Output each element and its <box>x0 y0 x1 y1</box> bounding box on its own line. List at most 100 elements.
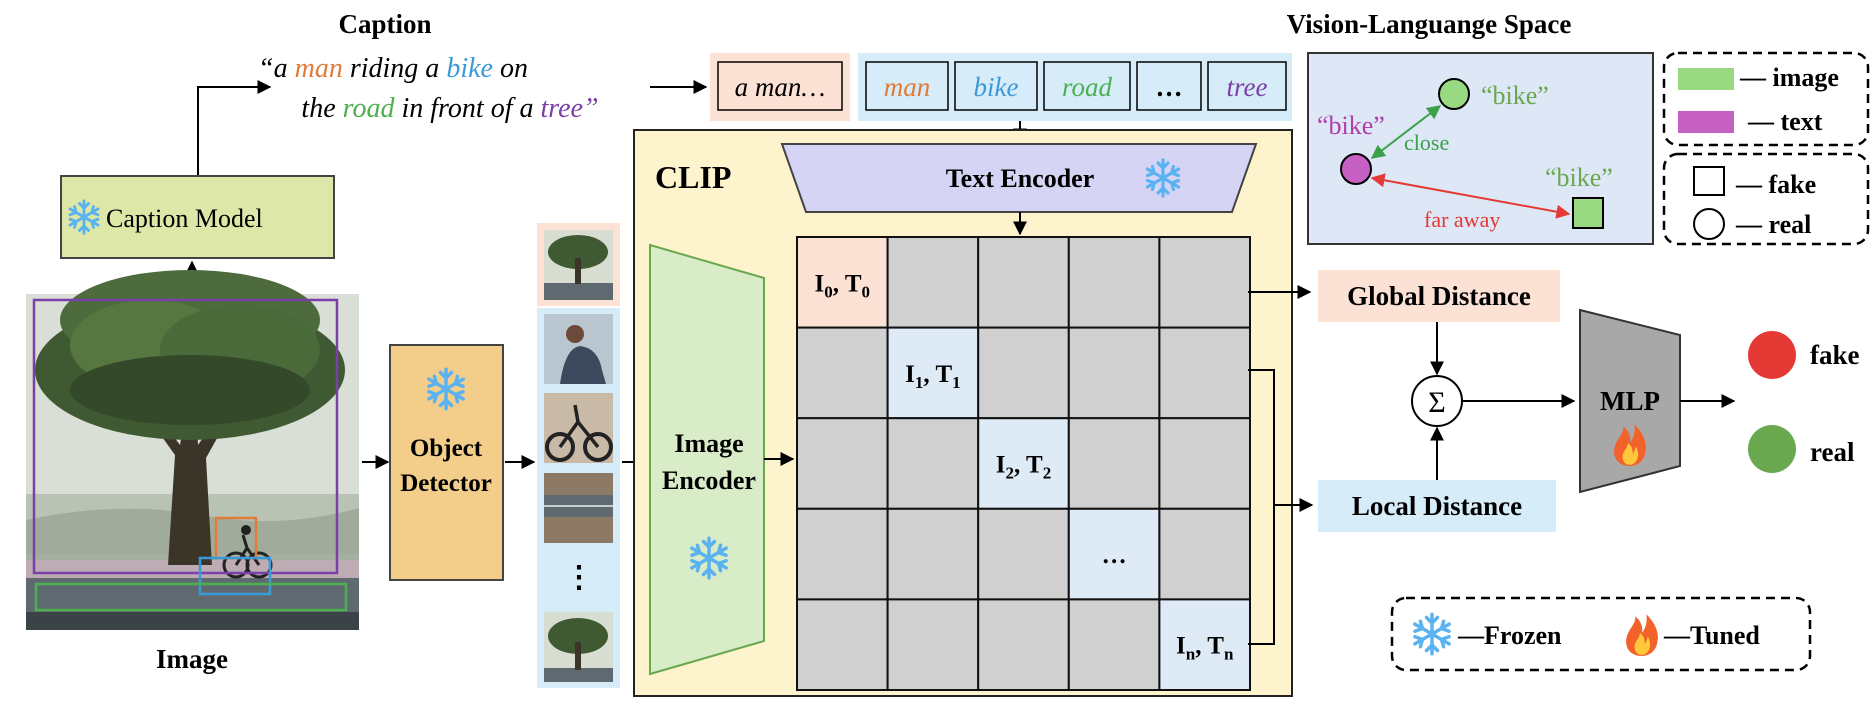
matrix-cell <box>796 326 889 420</box>
matrix-cell <box>886 598 980 692</box>
text-encoder-label: Text Encoder <box>946 164 1095 193</box>
matrix-diagonal-label: I1, T1 <box>905 361 960 392</box>
legend-shape-box <box>1662 152 1870 246</box>
matrix-cell-diagonal <box>1158 598 1252 692</box>
output-fake-dot <box>1748 331 1796 379</box>
legend-frozen-box <box>1390 596 1812 672</box>
token-text: … <box>1156 72 1183 102</box>
matrix-diagonal-label: I0, T0 <box>815 270 870 301</box>
image-label: Image <box>156 644 228 674</box>
local-distance-box <box>1318 480 1556 532</box>
object-detector-line1: Object <box>410 435 483 462</box>
snowflake-icon <box>1413 612 1451 656</box>
token-box <box>954 61 1038 111</box>
crop-man <box>544 314 613 384</box>
legend-text-label: — text <box>1747 107 1823 136</box>
bbox-tree <box>32 298 339 575</box>
clip-title: CLIP <box>655 159 731 195</box>
vl-far-arrow <box>1370 173 1571 219</box>
matrix-cell <box>977 326 1070 420</box>
matrix-cell <box>977 236 1070 329</box>
word-man: man <box>295 53 343 84</box>
legend-frozen-label: —Frozen <box>1457 621 1562 650</box>
vl-close-arrow <box>1370 105 1442 159</box>
arrow-matrix-to-local <box>1248 369 1275 645</box>
image-encoder-line1: Image <box>674 429 743 458</box>
similarity-matrix: I0, T0 I1, T1 I2, T2 … In, Tn <box>796 236 1252 692</box>
crop-tree <box>544 612 613 682</box>
global-distance-box <box>1318 270 1560 322</box>
word-road: road <box>343 93 396 124</box>
token-box <box>1136 61 1202 111</box>
legend-real-circle <box>1693 208 1725 240</box>
caption-model-box <box>60 175 335 259</box>
legend-real-label: — real <box>1735 210 1811 239</box>
mlp-box <box>1579 308 1681 494</box>
word-tree: tree <box>540 93 583 124</box>
matrix-diagonal-label: … <box>1102 542 1127 569</box>
legend-text-swatch <box>1678 111 1734 133</box>
token-box <box>865 61 949 111</box>
vl-fake-bike-label: “bike” <box>1545 163 1613 192</box>
matrix-cell <box>886 236 980 329</box>
token-text: tree <box>1227 72 1268 102</box>
matrix-cell <box>1067 598 1161 692</box>
output-real-dot <box>1748 425 1796 473</box>
matrix-cell <box>1067 236 1161 329</box>
matrix-cell <box>1158 507 1252 601</box>
vl-image-bike-point <box>1438 78 1470 110</box>
matrix-cell <box>977 507 1070 601</box>
matrix-diagonal-label: I2, T2 <box>996 452 1051 483</box>
vl-image-bike-label: “bike” <box>1481 81 1549 110</box>
matrix-cell <box>796 598 889 692</box>
caption-title: Caption <box>338 9 431 39</box>
matrix-cell <box>886 417 980 510</box>
legend-modality-box <box>1662 51 1870 147</box>
matrix-cell <box>1158 326 1252 420</box>
matrix-cell-diagonal <box>796 236 889 329</box>
matrix-diagonal-label: In, Tn <box>1176 633 1234 664</box>
legend-image-swatch <box>1678 68 1734 90</box>
token-box <box>1043 61 1131 111</box>
token-text: road <box>1062 72 1113 102</box>
matrix-cell <box>1158 417 1252 510</box>
bbox-bike <box>198 556 272 596</box>
vl-text-bike-label: “bike” <box>1317 111 1385 140</box>
matrix-cell <box>796 417 889 510</box>
legend-tuned-label: —Tuned <box>1663 621 1760 650</box>
caption-line-2: the road in front of a tree” <box>301 93 598 124</box>
matrix-cell <box>796 507 889 601</box>
legend-image-label: — image <box>1739 63 1839 92</box>
text-encoder-box <box>780 143 1258 213</box>
vl-text-bike-point <box>1340 153 1372 185</box>
vl-fake-bike-point <box>1572 197 1604 229</box>
matrix-cell <box>1067 326 1161 420</box>
input-image <box>26 270 359 630</box>
arrow-model-to-caption <box>197 80 272 175</box>
object-detector-line2: Detector <box>400 470 492 497</box>
token-full-box <box>717 61 843 111</box>
crop-bike <box>544 393 613 463</box>
output-real-label: real <box>1810 437 1855 467</box>
vl-close-label: close <box>1404 130 1449 155</box>
crop-road <box>544 473 613 543</box>
mlp-label: MLP <box>1600 386 1660 416</box>
crops-ellipsis: ⋮ <box>564 561 594 594</box>
caption-line-1: “a man riding a bike on <box>258 53 528 84</box>
local-distance-label: Local Distance <box>1352 491 1522 521</box>
matrix-cell <box>1067 417 1161 510</box>
sum-symbol: Σ <box>1428 386 1445 419</box>
matrix-cell-diagonal <box>1067 507 1161 601</box>
word-bike: bike <box>446 53 493 84</box>
token-full-text: a man… <box>735 72 826 102</box>
caption-model-label: Caption Model <box>106 204 263 233</box>
token-text: bike <box>974 72 1019 102</box>
vl-far-label: far away <box>1424 207 1500 232</box>
matrix-cell <box>1158 236 1252 329</box>
matrix-cell <box>886 507 980 601</box>
legend-fake-label: — fake <box>1735 170 1816 199</box>
image-encoder-box <box>649 243 765 676</box>
token-text: man <box>884 72 931 102</box>
global-distance-label: Global Distance <box>1347 281 1531 311</box>
